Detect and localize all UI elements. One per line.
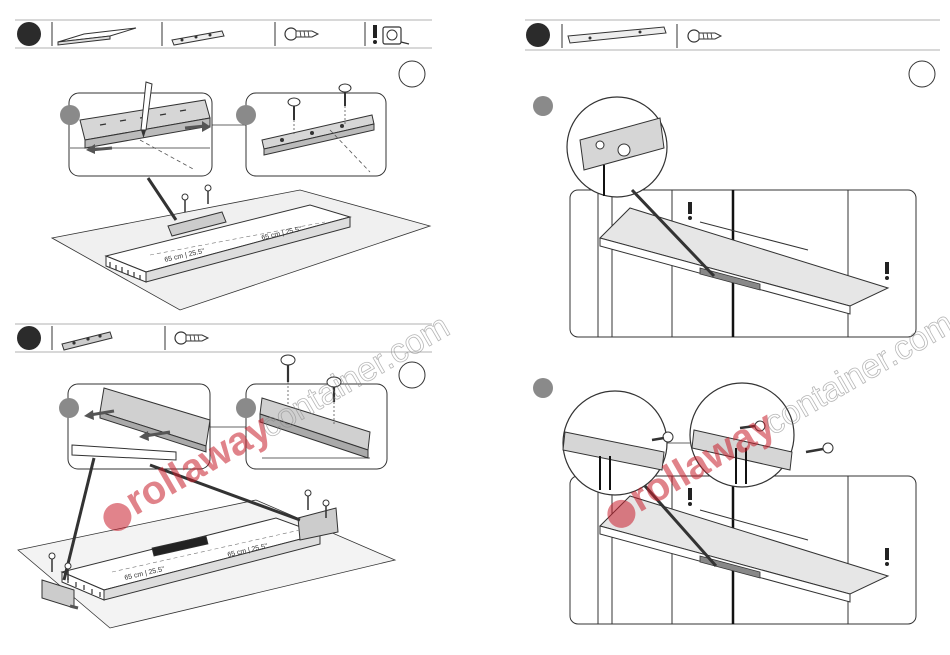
callout-bubble-b	[236, 105, 256, 125]
step1-detail-right	[236, 84, 386, 176]
step-marker-icon	[17, 22, 41, 46]
callout-bubble-b	[533, 378, 553, 398]
screw-icon	[688, 30, 721, 42]
step3b-scene	[533, 378, 916, 624]
screw-icon	[205, 185, 211, 204]
bracket-icon	[62, 332, 112, 350]
step1-header	[15, 20, 432, 48]
step3a-scene	[533, 96, 916, 337]
left-page: 65 cm | 25.5" 65 cm | 25.5"	[15, 20, 432, 628]
callout-bubble-a	[59, 398, 79, 418]
callout-bubble-a	[533, 96, 553, 116]
callout-circle-empty	[909, 61, 935, 87]
screw-icon	[175, 332, 208, 344]
right-page	[525, 20, 940, 624]
level-tape-icon	[373, 25, 409, 44]
step-marker-icon	[526, 23, 550, 47]
callout-bubble-a	[60, 105, 80, 125]
step1-detail-left	[60, 82, 212, 176]
screw-icon	[182, 194, 188, 212]
step3-header	[525, 20, 940, 50]
step-marker-icon	[17, 326, 41, 350]
screw-icon	[305, 490, 311, 510]
step1-board-scene: 65 cm | 25.5" 65 cm | 25.5"	[52, 178, 430, 310]
shelf-board-icon	[58, 28, 136, 45]
screw-icon	[806, 443, 833, 453]
screw-icon	[285, 28, 318, 40]
callout-circle-empty	[399, 61, 425, 87]
bracket-strip-icon	[172, 31, 224, 45]
rail-icon	[568, 27, 666, 43]
